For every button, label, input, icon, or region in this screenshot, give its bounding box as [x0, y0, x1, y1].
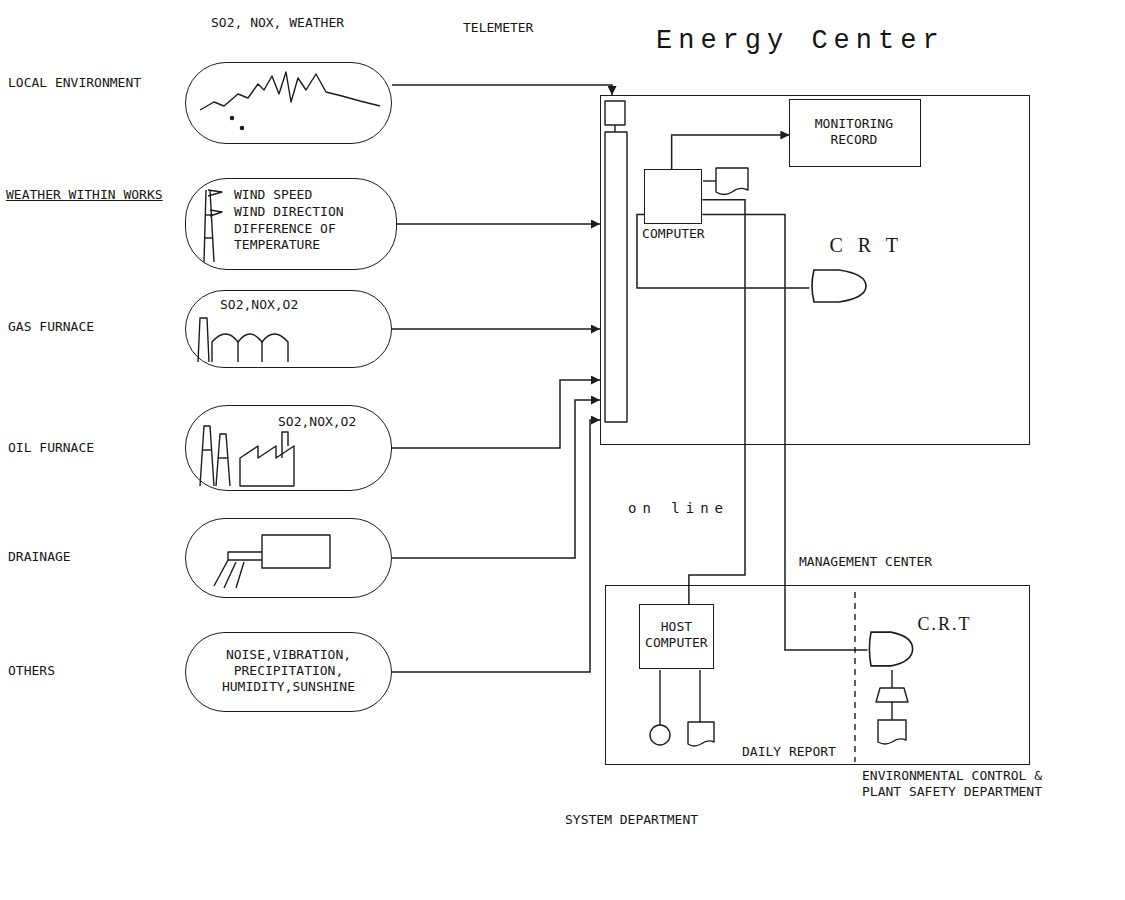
- measured-item: DIFFERENCE OF TEMPERATURE: [234, 221, 364, 253]
- wire: [891, 702, 892, 720]
- wire: [703, 180, 716, 181]
- measured-items: SO2,NOX,O2: [220, 297, 340, 313]
- connector: [392, 400, 600, 558]
- connector: [392, 328, 600, 330]
- output-label: DAILY REPORT: [742, 744, 852, 760]
- department-label: ENVIRONMENTAL CONTROL & PLANT SAFETY DEP…: [862, 768, 1052, 800]
- measured-items: SO2,NOX,O2: [278, 414, 378, 430]
- crt-label: C.R.T: [917, 613, 997, 635]
- source-pill: GAS FURNACESO2,NOX,O2: [185, 290, 392, 368]
- crt-outline: [809, 267, 869, 305]
- measured-items: SO2, NOX, WEATHER: [211, 15, 411, 31]
- record-box: MONITORING RECORD: [789, 99, 921, 167]
- crt-outline: [867, 629, 915, 669]
- center-title: MANAGEMENT CENTER: [799, 554, 1029, 570]
- crt-display: C R T: [809, 267, 869, 305]
- department-divider: [854, 592, 855, 762]
- link-label: TELEMETER: [463, 20, 583, 36]
- source-pill: WEATHER WITHIN WORKSWIND SPEEDWIND DIREC…: [185, 178, 397, 270]
- measured-item: WIND SPEED: [234, 187, 384, 203]
- wire: [891, 670, 892, 688]
- center-title: Energy Center: [656, 24, 1036, 58]
- box-label: COMPUTER: [633, 226, 713, 242]
- department-label: SYSTEM DEPARTMENT: [565, 812, 765, 828]
- environment-trace: [200, 72, 380, 110]
- connector: [689, 200, 745, 605]
- source-pill: LOCAL ENVIRONMENTSO2, NOX, WEATHER: [185, 62, 392, 144]
- source-name: DRAINAGE: [8, 549, 168, 565]
- measured-item: WIND DIRECTION: [234, 204, 384, 220]
- source-pill: OTHERSNOISE,VIBRATION, PRECIPITATION, HU…: [185, 632, 392, 712]
- source-name: GAS FURNACE: [8, 319, 168, 335]
- connector-label: on line: [628, 500, 729, 516]
- connector: [397, 223, 600, 225]
- printer-symbol: [688, 722, 714, 746]
- crt-display: C.R.T: [867, 629, 915, 669]
- wire: [659, 670, 660, 725]
- connector: [392, 420, 600, 672]
- drainage-figure: [214, 535, 330, 588]
- connector: [392, 380, 600, 448]
- wire: [614, 125, 615, 132]
- source-pill: DRAINAGE: [185, 518, 392, 598]
- computer-box: HOST COMPUTER: [639, 604, 714, 669]
- wire: [699, 670, 700, 722]
- connector: [392, 85, 612, 95]
- dot: [230, 116, 233, 119]
- center-box: MANAGEMENT CENTERHOST COMPUTERC.R.T: [605, 585, 1030, 765]
- box-label: HOST COMPUTER: [643, 619, 709, 651]
- computer-box: COMPUTER: [644, 169, 702, 224]
- connector: [637, 214, 809, 288]
- dot: [240, 126, 243, 129]
- printer-symbol: [716, 168, 748, 195]
- source-name: OIL FURNACE: [8, 440, 168, 456]
- oil-furnace-figure: [200, 426, 294, 486]
- weather-tower: [204, 190, 222, 262]
- measured-items: NOISE,VIBRATION, PRECIPITATION, HUMIDITY…: [216, 647, 361, 695]
- data-receiver: [605, 132, 627, 422]
- connector: [672, 135, 790, 169]
- tape-symbol: [650, 725, 670, 745]
- crt-label: C R T: [829, 233, 979, 257]
- printer-symbol: [878, 720, 906, 744]
- source-name: LOCAL ENVIRONMENT: [8, 75, 168, 91]
- box-label: MONITORING RECORD: [790, 116, 917, 148]
- gas-furnace-figure: [198, 318, 288, 362]
- center-box: Energy CenterMONITORING RECORDCOMPUTERC …: [600, 95, 1030, 445]
- source-name: OTHERS: [8, 663, 168, 679]
- telemeter-receiver: [605, 101, 625, 125]
- source-name: WEATHER WITHIN WORKS: [6, 187, 166, 203]
- keyboard-symbol: [876, 688, 908, 702]
- source-pill: OIL FURNACESO2,NOX,O2: [185, 405, 392, 491]
